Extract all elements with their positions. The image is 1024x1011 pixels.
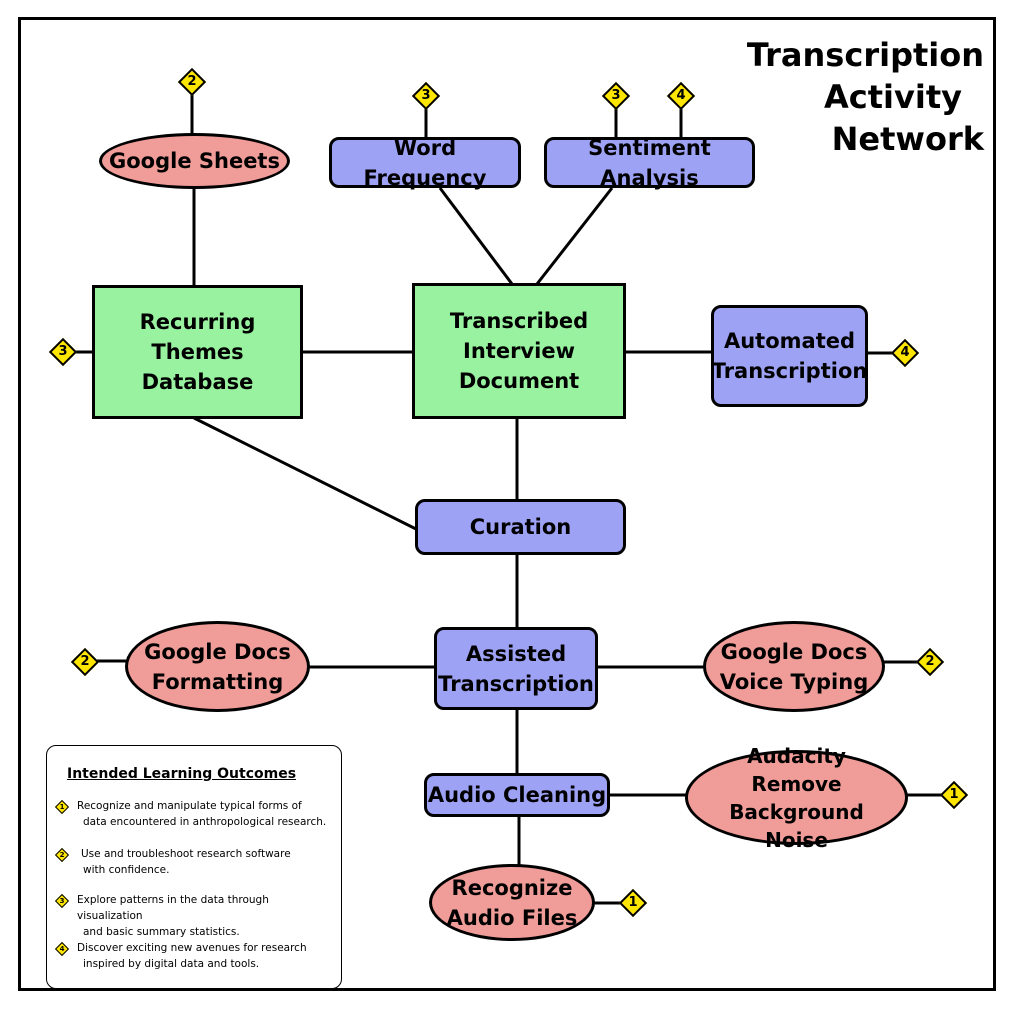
- node-assisted-transcription: Assisted Transcription: [434, 627, 598, 710]
- node-word-frequency: Word Frequency: [329, 136, 521, 190]
- badge-number: 1: [628, 895, 638, 910]
- node-google-docs-formatting: Google Docs Formatting: [125, 621, 310, 712]
- node-recognize-audio-files: Recognize Audio Files: [429, 864, 595, 941]
- badge-number: 3: [611, 88, 621, 103]
- edge-sentiment-doc: [535, 187, 614, 285]
- outcome-badge-icon: 1: [618, 888, 648, 918]
- node-label-line: Document: [458, 369, 580, 393]
- node-label-line: Voice Typing: [719, 669, 869, 694]
- node-label-line: Transcription: [438, 671, 594, 696]
- title-line: Transcription: [746, 36, 984, 74]
- legend-item: 1 Recognize and manipulate typical forms…: [54, 798, 337, 830]
- node-label-line: Themes: [151, 340, 244, 364]
- badge-number: 1: [59, 803, 65, 811]
- node-label-line: Recognize: [451, 875, 573, 900]
- node-label-line: Interview: [463, 339, 575, 363]
- badge-number: 1: [949, 787, 959, 802]
- outcome-badge-icon: 4: [666, 81, 696, 111]
- node-audacity: Audacity Remove Background Noise: [685, 744, 908, 852]
- node-transcribed-document: Transcribed Interview Document: [412, 283, 626, 419]
- outcome-badge-icon: 2: [915, 647, 945, 677]
- outcome-badge-icon: 4: [890, 338, 920, 368]
- node-label-line: Google Docs: [144, 639, 291, 664]
- outcome-badge-icon: 1: [939, 780, 969, 810]
- node-label-line: Transcribed: [449, 309, 589, 333]
- outcome-badge-icon: 4: [54, 941, 70, 957]
- legend-text: Explore patterns in the data through vis…: [77, 894, 269, 922]
- node-google-sheets: Google Sheets: [99, 133, 290, 189]
- legend-text: with confidence.: [83, 864, 170, 876]
- node-label-line: Google Docs: [720, 639, 868, 664]
- node-sentiment-analysis: Sentiment Analysis: [544, 136, 755, 190]
- legend-text: and basic summary statistics.: [83, 926, 240, 938]
- legend-text: data encountered in anthropological rese…: [83, 816, 327, 828]
- badge-number: 2: [187, 74, 197, 89]
- badge-number: 2: [925, 654, 935, 669]
- diagram-frame: [18, 17, 996, 991]
- node-label-line: Database: [141, 370, 254, 394]
- outcome-badge-icon: 3: [54, 893, 70, 909]
- badge-number: 3: [421, 88, 431, 103]
- legend-text: Recognize and manipulate typical forms o…: [77, 800, 302, 812]
- legend-text: Use and troubleshoot research software: [81, 848, 291, 860]
- node-label-line: Formatting: [151, 669, 284, 694]
- node-recurring-themes: Recurring Themes Database: [92, 285, 303, 419]
- badge-number: 3: [59, 897, 65, 905]
- legend-text: Discover exciting new avenues for resear…: [77, 942, 307, 954]
- legend-item: 2 Use and troubleshoot research software…: [54, 846, 337, 878]
- node-audio-cleaning: Audio Cleaning: [424, 773, 610, 817]
- node-label: Word Frequency: [363, 135, 487, 190]
- legend-text: inspired by digital data and tools.: [83, 958, 260, 970]
- legend-item: 3 Explore patterns in the data through v…: [54, 892, 337, 940]
- diagram-title: Transcription Activity Network: [724, 34, 984, 160]
- badge-number: 4: [59, 945, 65, 953]
- outcome-badge-icon: 1: [54, 799, 70, 815]
- node-label: Google Sheets: [109, 149, 280, 173]
- badge-number: 2: [59, 851, 65, 859]
- node-label-line: Audacity: [747, 743, 846, 768]
- node-automated-transcription: Automated Transcription: [711, 305, 868, 407]
- title-line: Activity: [824, 78, 962, 116]
- node-label-line: Transcription: [711, 359, 868, 383]
- legend-item: 4 Discover exciting new avenues for rese…: [54, 940, 337, 972]
- node-curation: Curation: [415, 499, 626, 555]
- node-label: Audio Cleaning: [427, 783, 607, 807]
- node-google-docs-voice-typing: Google Docs Voice Typing: [703, 621, 885, 712]
- node-label-line: Recurring: [139, 310, 256, 334]
- badge-number: 4: [900, 345, 910, 360]
- node-label-line: Automated: [723, 329, 856, 353]
- node-label-line: Noise: [765, 827, 828, 852]
- learning-outcomes-legend: Intended Learning Outcomes 1 Recognize a…: [46, 745, 342, 989]
- outcome-badge-icon: 3: [411, 81, 441, 111]
- outcome-badge-icon: 3: [48, 337, 78, 367]
- outcome-badge-icon: 2: [54, 847, 70, 863]
- node-label-line: Assisted: [465, 641, 567, 666]
- outcome-badge-icon: 2: [177, 67, 207, 97]
- title-line: Network: [831, 120, 984, 158]
- legend-title: Intended Learning Outcomes: [67, 766, 297, 782]
- node-label: Curation: [469, 515, 572, 539]
- outcome-badge-icon: 2: [70, 647, 100, 677]
- edge-themes-curation: [193, 416, 417, 531]
- badge-number: 3: [58, 344, 68, 359]
- badge-number: 2: [80, 654, 90, 669]
- node-label-line: Remove Background: [729, 771, 864, 824]
- node-label-line: Audio Files: [446, 905, 578, 930]
- node-label: Sentiment Analysis: [588, 135, 711, 190]
- outcome-badge-icon: 3: [601, 81, 631, 111]
- edge-wordfreq-doc: [438, 187, 514, 285]
- badge-number: 4: [676, 88, 686, 103]
